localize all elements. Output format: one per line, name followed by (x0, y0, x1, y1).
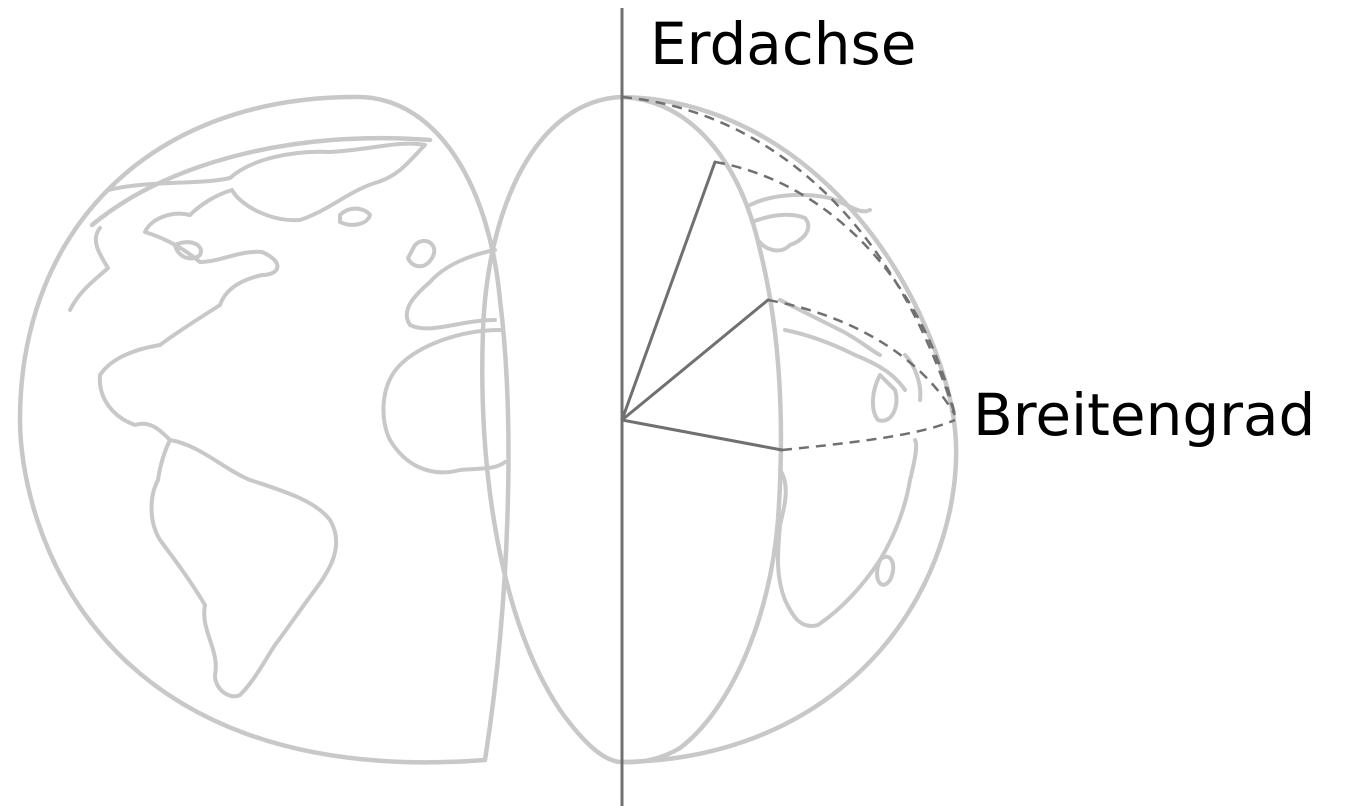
dashed-arc-equator (782, 420, 955, 450)
dashed-arc-pole (622, 97, 955, 415)
latitude-label: Breitengrad (973, 381, 1315, 449)
europe-edge-outline (408, 241, 434, 266)
cross-section-ellipse-left (482, 97, 622, 762)
europe-outline (750, 195, 870, 211)
central-america-outline (70, 228, 108, 310)
island-outline (175, 242, 201, 258)
latitude-radii (622, 162, 782, 450)
radius-line-equator (622, 420, 782, 450)
mediterranean-outline (780, 300, 880, 355)
madagascar-outline (877, 557, 893, 585)
arabia-outline (873, 375, 897, 421)
globe-cutaway-icon (482, 97, 956, 762)
south-america-outline (152, 440, 337, 696)
scandinavia-outline (752, 215, 808, 251)
continents-right (750, 195, 920, 626)
latitude-dashed-lines (622, 97, 955, 450)
continents-left (70, 144, 505, 697)
greenland-outline (340, 209, 370, 225)
earth-axis-label: Erdachse (650, 10, 916, 78)
africa-outline (778, 440, 916, 626)
